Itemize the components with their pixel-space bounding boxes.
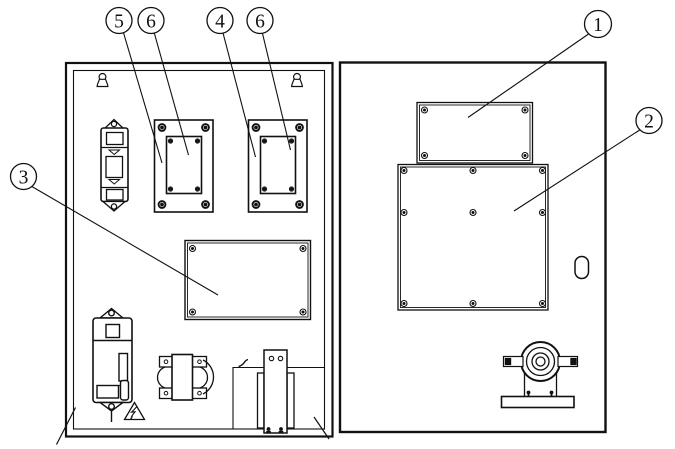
mounting-bracket-icon bbox=[232, 349, 325, 434]
callout-4-label: 4 bbox=[215, 11, 225, 32]
callout-6b: 6 bbox=[246, 6, 274, 35]
terminal-box-icon bbox=[247, 119, 308, 213]
callout-4: 4 bbox=[206, 6, 234, 35]
callout-3: 3 bbox=[9, 162, 38, 191]
callout-6a-label: 6 bbox=[146, 11, 156, 32]
callout-3-label: 3 bbox=[19, 167, 29, 188]
callout-leader-lines bbox=[30, 30, 641, 296]
breaker-switch-icon bbox=[100, 118, 129, 212]
callout-5: 5 bbox=[105, 6, 133, 35]
left-panel-inner-border bbox=[72, 69, 326, 430]
lightning-warning-triangle-icon bbox=[123, 401, 146, 421]
cover-plate-small-icon bbox=[416, 101, 534, 164]
cable-grommet-icon bbox=[574, 255, 590, 280]
contactor-icon bbox=[92, 307, 133, 422]
callout-2-label: 2 bbox=[644, 111, 654, 132]
terminal-box-icon bbox=[153, 119, 214, 213]
callout-6a: 6 bbox=[137, 6, 165, 35]
cover-plate-icon bbox=[184, 239, 312, 321]
right-panel bbox=[338, 61, 607, 434]
panel-edge-tick-left bbox=[55, 407, 77, 445]
callout-1-label: 1 bbox=[593, 15, 603, 36]
motor-mount-icon bbox=[500, 341, 579, 409]
callout-6b-label: 6 bbox=[255, 11, 265, 32]
callout-5-label: 5 bbox=[114, 11, 124, 32]
transformer-icon bbox=[156, 353, 215, 401]
callouts: 5 6 4 6 1 2 3 bbox=[9, 6, 663, 191]
cover-plate-large-icon bbox=[397, 163, 549, 311]
left-panel bbox=[55, 61, 334, 445]
callout-1: 1 bbox=[583, 9, 613, 39]
callout-2: 2 bbox=[635, 106, 663, 135]
panel-edge-tick-right bbox=[313, 416, 330, 440]
